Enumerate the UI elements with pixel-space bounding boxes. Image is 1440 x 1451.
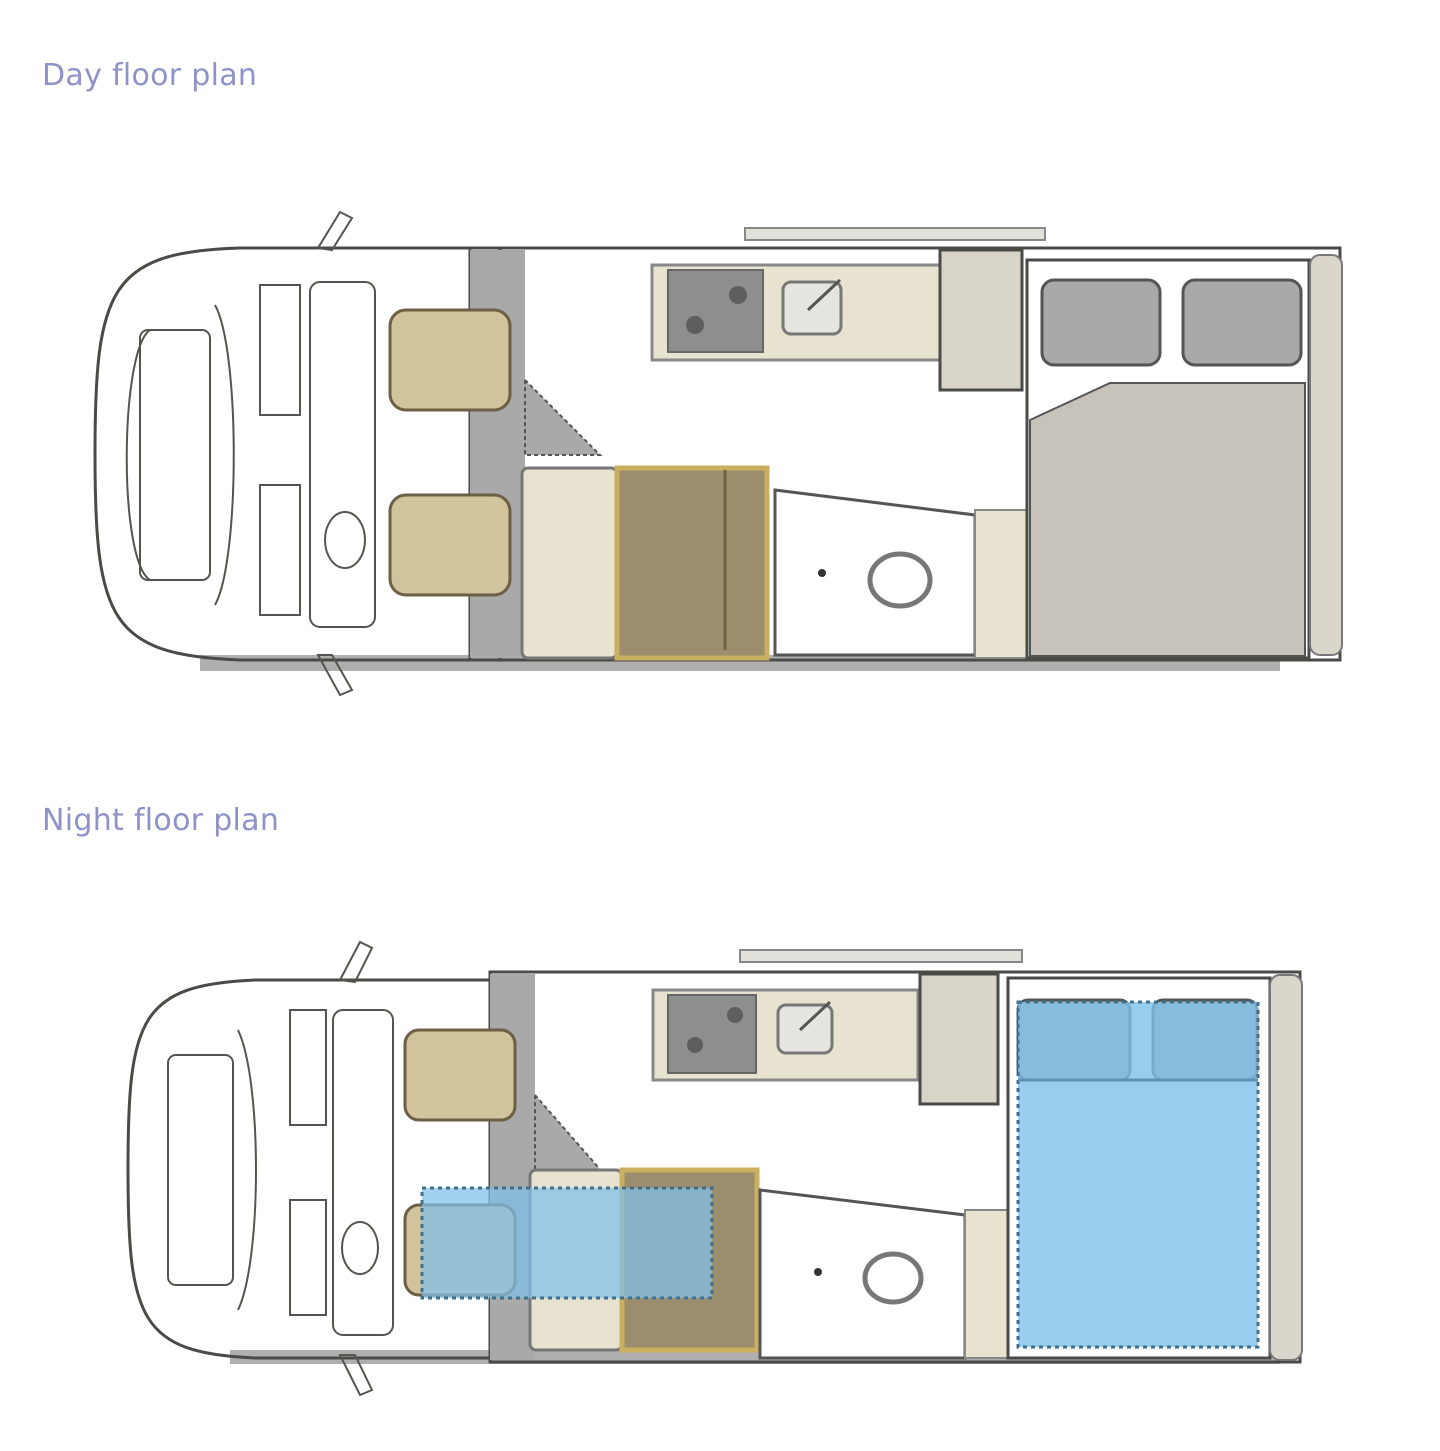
burner-icon — [686, 316, 704, 334]
floor-diagonal — [534, 1092, 608, 1176]
dashboard-curve — [237, 1029, 257, 1311]
awning — [744, 227, 1046, 241]
burner-icon — [729, 286, 747, 304]
awning — [739, 949, 1023, 963]
dinette-bed-overlay — [420, 1186, 714, 1300]
toilet-icon — [867, 551, 933, 609]
driver-cab-seat — [289, 1009, 327, 1126]
sink-tap-icon — [806, 278, 842, 312]
driver-seat — [403, 1028, 517, 1122]
dashboard-curve — [214, 304, 235, 606]
toilet-icon — [862, 1251, 924, 1305]
wardrobe — [918, 972, 1000, 1106]
shower-drain-icon — [818, 569, 826, 577]
wardrobe — [938, 248, 1024, 392]
mirror-top — [338, 940, 374, 984]
day-floor-plan-title: Day floor plan — [42, 58, 258, 93]
mirror-top — [316, 210, 354, 252]
passenger-seat — [388, 493, 512, 597]
night-floor-plan — [126, 940, 1303, 1397]
mirror-bottom — [338, 1354, 374, 1397]
dinette-table — [614, 465, 770, 661]
washroom — [758, 1188, 967, 1360]
bonnet-line — [125, 329, 151, 581]
windscreen — [167, 1054, 234, 1286]
mirror-bottom — [316, 654, 354, 697]
driver-seat — [388, 308, 512, 412]
dinette-bench — [520, 466, 619, 660]
burner-icon — [687, 1037, 703, 1053]
shower-drain-icon — [814, 1268, 822, 1276]
pillow-right — [1181, 278, 1303, 367]
rear-bumper — [1309, 254, 1343, 656]
cab-body — [93, 246, 502, 662]
driver-cab-seat — [259, 284, 301, 416]
pillow-left — [1040, 278, 1162, 367]
rear-bumper — [1269, 974, 1303, 1361]
cab-body — [126, 978, 522, 1360]
hob — [667, 269, 764, 353]
steering-wheel-icon — [324, 511, 366, 569]
rear-bed — [1029, 382, 1306, 657]
floor-diagonal — [524, 377, 603, 456]
cab-bench — [309, 281, 376, 628]
washroom — [773, 488, 977, 657]
sink-basin — [776, 1003, 834, 1055]
cab-bench — [332, 1009, 394, 1336]
sink-tap-icon — [798, 1000, 832, 1032]
steering-wheel-icon — [341, 1221, 379, 1275]
burner-icon — [727, 1007, 743, 1023]
passenger-cab-seat — [259, 484, 301, 616]
windscreen — [139, 329, 211, 581]
washroom-cabinet — [974, 509, 1031, 659]
hob — [667, 994, 757, 1074]
passenger-cab-seat — [289, 1199, 327, 1316]
washroom-cabinet — [964, 1209, 1011, 1359]
night-floor-plan-title: Night floor plan — [42, 803, 280, 838]
day-floor-plan — [93, 210, 1343, 697]
rear-double-bed-overlay — [1016, 1000, 1260, 1349]
